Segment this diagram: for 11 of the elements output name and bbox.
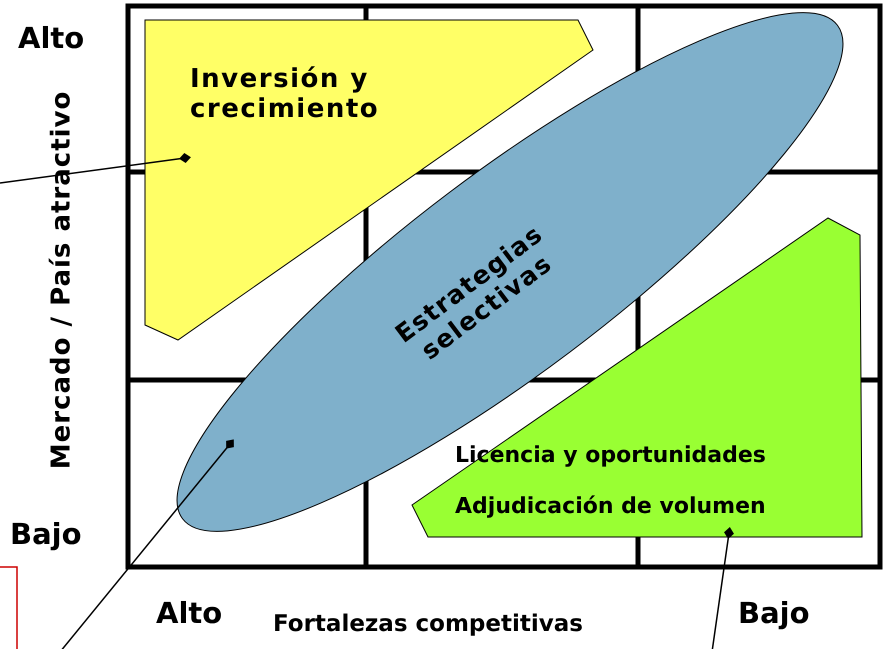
axis-label: Alto <box>18 22 84 56</box>
region-label: Adjudicación de volumen <box>455 494 766 520</box>
leader-line <box>0 153 191 184</box>
leader-line <box>711 527 734 649</box>
axis-title: Mercado / País atractivo <box>46 90 77 470</box>
leader-line <box>59 439 234 649</box>
axis-label: Bajo <box>738 597 810 630</box>
axis-title: Fortalezas competitivas <box>273 611 583 638</box>
region-label: Inversión y crecimiento <box>190 65 380 125</box>
axis-label: Alto <box>156 597 222 630</box>
axis-label: Bajo <box>10 518 82 552</box>
